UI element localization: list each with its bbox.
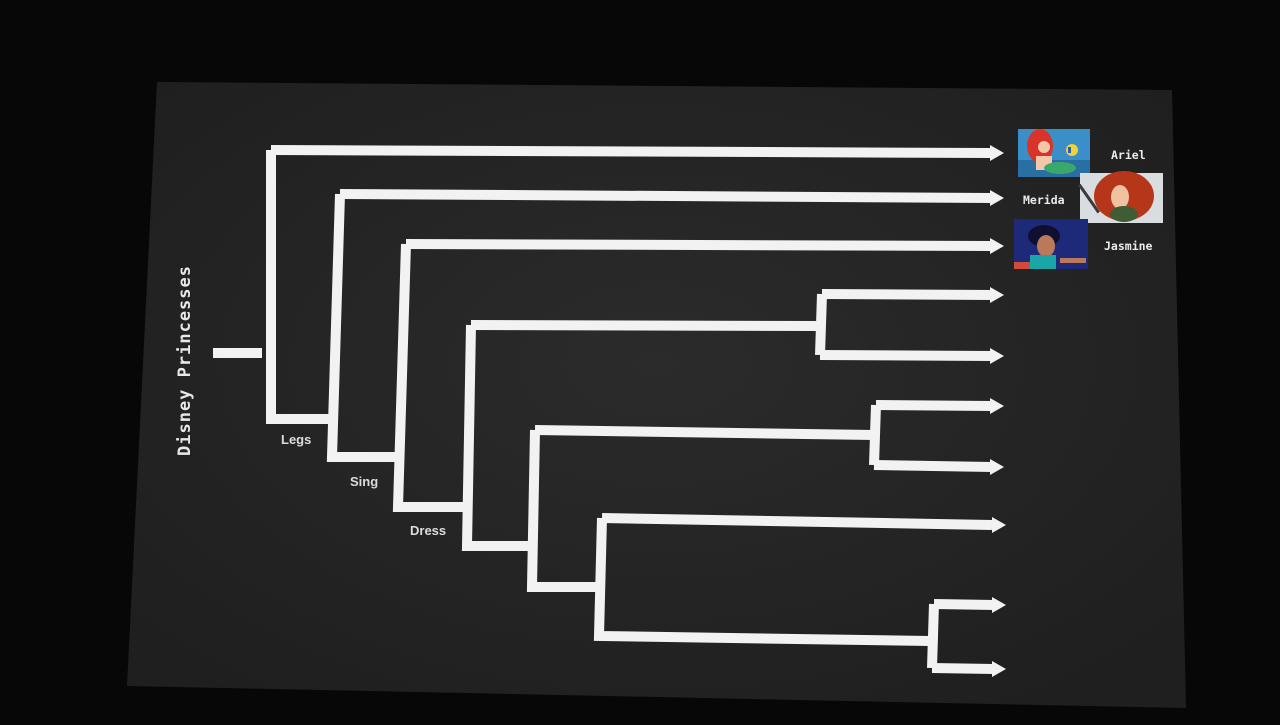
branch-clade-a-top <box>470 320 821 331</box>
branch-pair-2 <box>869 404 881 466</box>
jasmine-portrait <box>1014 219 1088 269</box>
leaf-label-ariel: Ariel <box>1111 148 1146 162</box>
branch-pair-1 <box>815 293 827 356</box>
branch-sing <box>326 193 398 462</box>
branch-clade-b-top <box>534 425 875 440</box>
arrowhead-icon <box>992 517 1006 533</box>
branch-leaf-7 <box>873 460 993 472</box>
arrowhead-icon <box>992 597 1006 613</box>
arrowheads <box>990 145 1006 677</box>
branch-legs <box>266 150 332 424</box>
node-label-legs: Legs <box>281 432 311 447</box>
branch-leaf-9 <box>933 599 995 610</box>
arrowhead-icon <box>990 190 1004 206</box>
branch-jasmine <box>405 239 993 251</box>
branch-pair-3 <box>927 603 939 669</box>
leaf-label-jasmine: Jasmine <box>1104 239 1153 253</box>
arrowhead-icon <box>990 238 1004 254</box>
arrowhead-icon <box>990 398 1004 414</box>
branch-ariel <box>270 145 993 158</box>
node-label-sing: Sing <box>350 474 378 489</box>
branch-leaf-8 <box>601 513 993 530</box>
branch-leaf-4 <box>821 289 993 300</box>
branch-leaf-5 <box>819 350 993 361</box>
arrowhead-icon <box>990 459 1004 475</box>
tree-branches <box>213 145 995 674</box>
arrowhead-icon <box>992 661 1006 677</box>
branch-dress <box>392 243 465 512</box>
branch-clade-c <box>593 517 931 646</box>
branch-clade-b <box>526 429 598 592</box>
branch-merida <box>339 189 993 203</box>
diagram-title: Disney Princesses <box>175 265 195 456</box>
node-label-dress: Dress <box>410 523 446 538</box>
projection-screen <box>127 82 1186 708</box>
merida-portrait <box>1078 171 1163 223</box>
arrowhead-icon <box>990 287 1004 303</box>
branch-leaf-6 <box>875 400 993 411</box>
branch-leaf-10 <box>931 663 995 674</box>
ariel-portrait <box>1018 129 1090 177</box>
leaf-label-merida: Merida <box>1023 193 1065 207</box>
branch-clade-a <box>461 324 530 551</box>
arrowhead-icon <box>990 348 1004 364</box>
arrowhead-icon <box>990 145 1004 161</box>
